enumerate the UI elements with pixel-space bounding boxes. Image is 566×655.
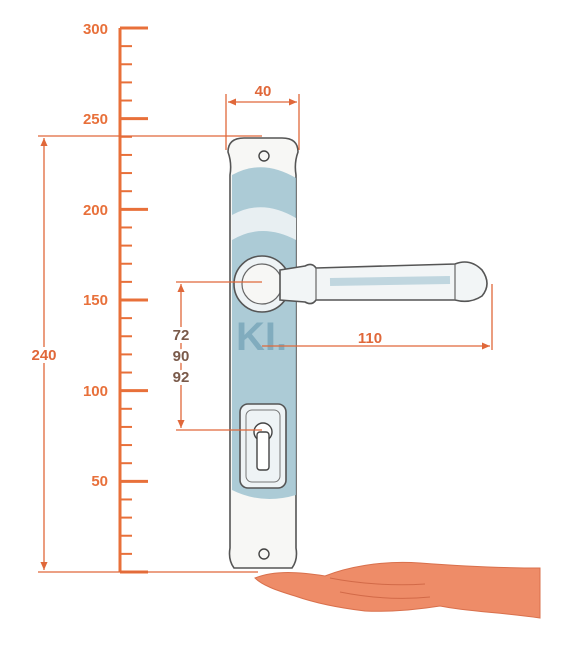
ruler-label-50: 50 [91,473,108,490]
width-label: 40 [255,83,272,100]
ruler-label-250: 250 [83,111,108,128]
dimension-labels: 40 240 110 72 90 92 [28,83,382,389]
ruler-ticks [120,26,148,574]
height-label: 240 [31,347,56,364]
ruler: 300 250 200 150 100 50 [83,21,148,574]
ruler-label-300: 300 [83,21,108,38]
bottom-screw-icon [258,548,270,560]
lever-handle [233,255,488,313]
top-screw-icon [258,150,270,162]
ruler-label-100: 100 [83,383,108,400]
hand-icon [254,561,541,619]
backset-label-90: 90 [173,348,190,365]
dimension-lines [38,94,493,573]
backset-label-92: 92 [173,369,190,386]
keyhole-icon [239,403,287,489]
svg-text:KI.: KI. [236,315,287,359]
backset-label-72: 72 [173,327,190,344]
lever-length-label: 110 [358,330,382,347]
ruler-label-150: 150 [83,292,108,309]
ruler-label-200: 200 [83,202,108,219]
ki-watermark-icon: KI. [236,315,287,359]
backplate: KI. [227,137,299,569]
